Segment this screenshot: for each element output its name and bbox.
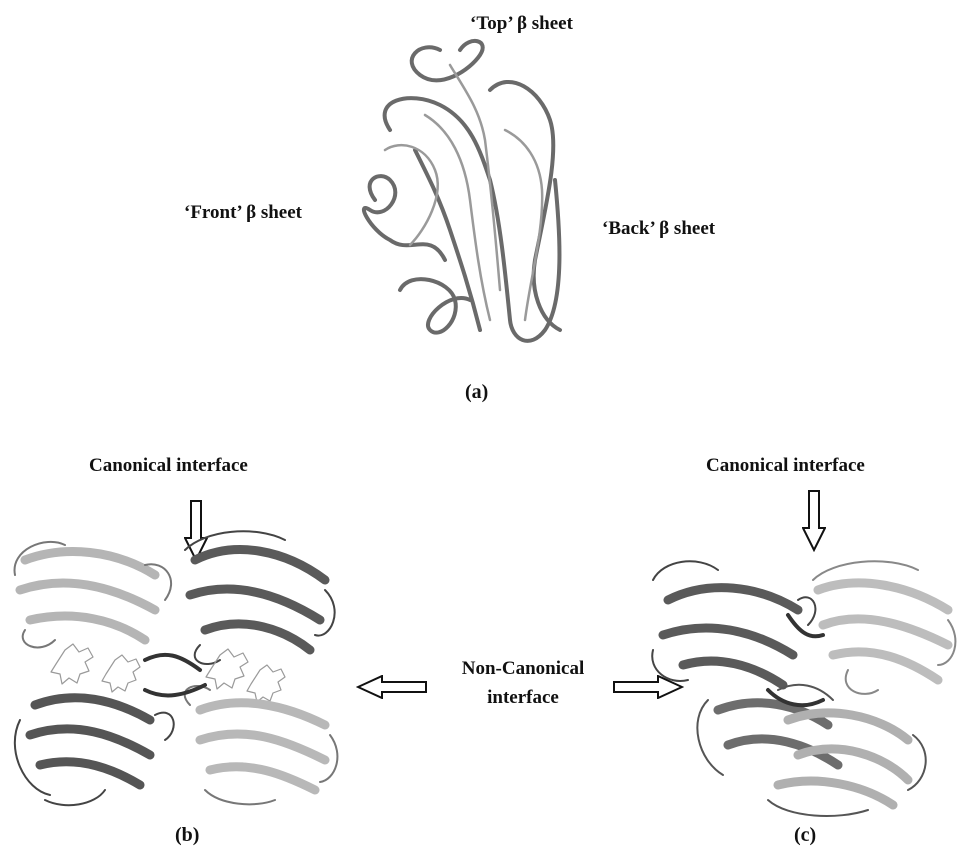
panel-b-canonical-label: Canonical interface bbox=[89, 456, 248, 475]
tetramer-ribbon-structure-c bbox=[648, 540, 958, 820]
back-sheet-label: ‘Back’ β sheet bbox=[602, 219, 715, 238]
panel-b-label: (b) bbox=[175, 825, 199, 845]
monomer-ribbon-structure bbox=[330, 30, 590, 370]
panel-c-label: (c) bbox=[794, 825, 816, 845]
panel-a-label: (a) bbox=[465, 382, 488, 402]
noncanonical-label-line1: Non-Canonical bbox=[433, 659, 613, 678]
front-sheet-label: ‘Front’ β sheet bbox=[184, 203, 302, 222]
panel-c-canonical-label: Canonical interface bbox=[706, 456, 865, 475]
tetramer-ribbon-structure-b bbox=[5, 520, 345, 810]
noncanonical-label-line2: interface bbox=[433, 688, 613, 707]
left-pointing-arrow bbox=[356, 675, 428, 699]
